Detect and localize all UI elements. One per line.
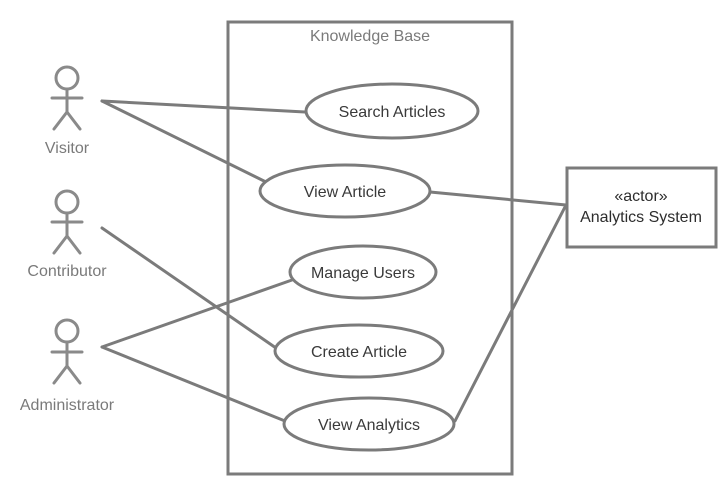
- association-view-analytics-analytics-system: [453, 203, 568, 423]
- association-contributor-create-article: [100, 226, 278, 350]
- use-case-ellipse: [273, 323, 445, 379]
- use-case-manage-users: Manage Users: [288, 244, 438, 300]
- association-visitor-view-article: [100, 99, 270, 185]
- use-case-search-articles: Search Articles: [304, 82, 480, 140]
- actor-label: Administrator: [20, 397, 115, 414]
- use-case-label: Create Article: [311, 344, 407, 361]
- system-title: Knowledge Base: [310, 28, 430, 45]
- use-case-label: View Analytics: [318, 417, 420, 434]
- use-case-label: Search Articles: [339, 104, 446, 121]
- external-actor-analytics-system: «actor» Analytics System: [565, 166, 718, 249]
- use-case-ellipse: [304, 82, 480, 140]
- use-case-ellipse: [258, 163, 432, 219]
- stick-figure-icon: [50, 65, 84, 131]
- actor-visitor: Visitor: [45, 65, 90, 157]
- use-case-ellipse: [282, 396, 456, 452]
- associations: [100, 99, 568, 423]
- use-case-label: View Article: [304, 184, 387, 201]
- use-case-ellipse: [288, 244, 438, 300]
- use-case-create-article: Create Article: [273, 323, 445, 379]
- actor-administrator: Administrator: [20, 318, 115, 414]
- external-actor-stereotype: «actor»: [614, 188, 667, 205]
- association-view-article-analytics-system: [428, 190, 568, 207]
- actor-label: Contributor: [27, 263, 107, 280]
- use-case-view-analytics: View Analytics: [282, 396, 456, 452]
- stick-figure-icon: [50, 318, 84, 385]
- actor-contributor: Contributor: [27, 189, 107, 280]
- external-actor-box: [565, 166, 718, 249]
- actor-label: Visitor: [45, 140, 90, 157]
- association-administrator-view-analytics: [100, 345, 287, 423]
- external-actor-label: Analytics System: [580, 209, 702, 226]
- stick-figure-icon: [50, 189, 84, 255]
- use-case-view-article: View Article: [258, 163, 432, 219]
- use-case-label: Manage Users: [311, 265, 415, 282]
- association-administrator-manage-users: [100, 278, 294, 349]
- association-visitor-search-articles: [100, 99, 307, 114]
